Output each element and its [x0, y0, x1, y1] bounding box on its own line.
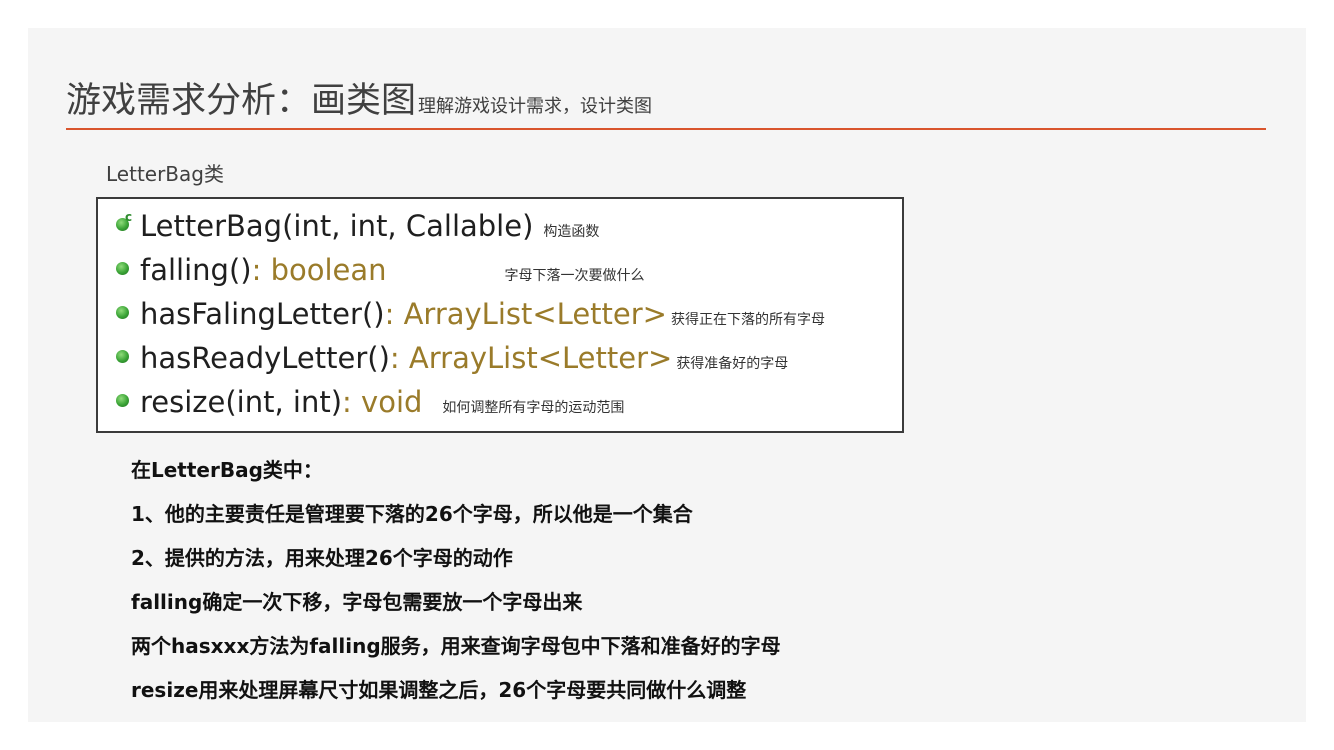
member-note: 获得正在下落的所有字母 — [670, 312, 825, 328]
member-note: 字母下落一次要做什么 — [504, 268, 645, 284]
member-hasfalingletter: hasFalingLetter() : ArrayList<Letter> 获得… — [116, 297, 825, 331]
member-falling: falling() : boolean 字母下落一次要做什么 — [116, 253, 645, 287]
uml-class-box: c LetterBag(int, int, Callable) 构造函数 fal… — [96, 197, 904, 433]
member-signature: resize(int, int) — [140, 385, 343, 419]
member-note: 获得准备好的字母 — [676, 356, 789, 372]
member-return-type: : boolean — [251, 253, 387, 287]
title-divider — [66, 128, 1266, 130]
constructor-icon: c — [116, 210, 132, 231]
title-main: 游戏需求分析：画类图 — [66, 81, 417, 121]
title-subtitle: 理解游戏设计需求，设计类图 — [418, 96, 653, 117]
member-signature: hasReadyLetter() — [140, 341, 390, 375]
member-note: 如何调整所有字母的运动范围 — [442, 400, 625, 416]
member-hasreadyletter: hasReadyLetter() : ArrayList<Letter> 获得准… — [116, 341, 788, 375]
description-line: 1、他的主要责任是管理要下落的26个字母，所以他是一个集合 — [131, 502, 693, 526]
description-line: resize用来处理屏幕尺寸如果调整之后，26个字母要共同做什么调整 — [131, 678, 747, 702]
method-icon — [116, 350, 129, 363]
description-line: falling确定一次下移，字母包需要放一个字母出来 — [131, 590, 583, 614]
member-return-type: : ArrayList<Letter> — [384, 297, 667, 331]
member-constructor: c LetterBag(int, int, Callable) 构造函数 — [116, 209, 599, 243]
member-signature: hasFalingLetter() — [140, 297, 385, 331]
method-icon — [116, 394, 129, 407]
member-signature: LetterBag(int, int, Callable) — [140, 209, 534, 243]
method-icon — [116, 262, 129, 275]
member-signature: falling() — [140, 253, 252, 287]
description-heading: 在LetterBag类中： — [131, 458, 323, 482]
member-note: 构造函数 — [543, 224, 600, 240]
class-label: LetterBag类 — [106, 162, 224, 186]
description-line: 两个hasxxx方法为falling服务，用来查询字母包中下落和准备好的字母 — [131, 634, 781, 658]
member-return-type: : ArrayList<Letter> — [389, 341, 673, 375]
member-resize: resize(int, int) : void 如何调整所有字母的运动范围 — [116, 385, 624, 419]
member-return-type: : void — [342, 385, 423, 419]
description-line: 2、提供的方法，用来处理26个字母的动作 — [131, 546, 513, 570]
method-icon — [116, 306, 129, 319]
slide-title: 游戏需求分析：画类图理解游戏设计需求，设计类图 — [66, 72, 652, 123]
